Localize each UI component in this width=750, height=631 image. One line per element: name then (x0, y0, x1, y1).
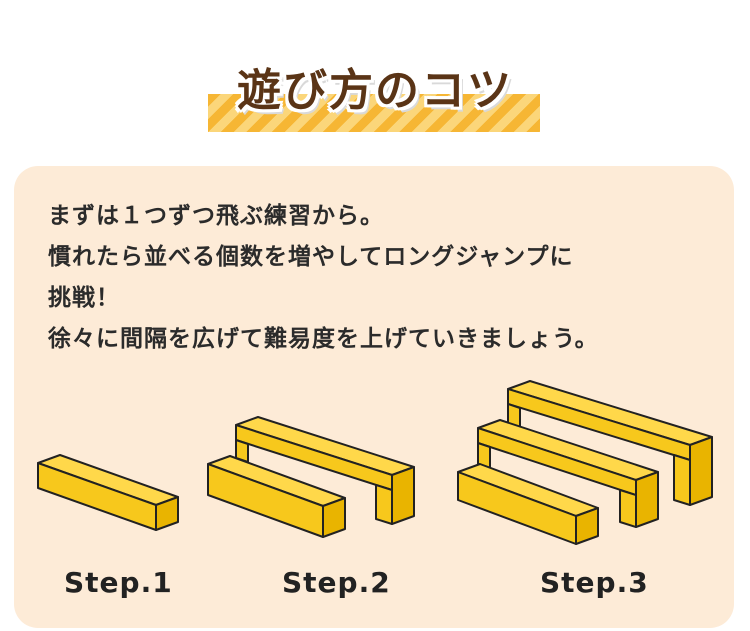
step3-label: Step.3 (540, 566, 649, 599)
step3-block-icon (457, 463, 599, 545)
instruction-line: 挑戦！ (48, 285, 120, 311)
step3-tall-frame-icon (507, 380, 713, 506)
instructions-text: まずは１つずつ飛ぶ練習から。 慣れたら並べる個数を増やしてロングジャンプに 挑戦… (48, 196, 708, 360)
step2-frame-icon (235, 416, 415, 525)
step2-block-icon (207, 455, 346, 538)
step2-label: Step.2 (282, 566, 391, 599)
step3-frame-icon (477, 419, 659, 528)
title-underline-stripe (208, 94, 540, 132)
title-area: 遊び方のコツ (0, 50, 750, 140)
step1-label: Step.1 (64, 566, 173, 599)
page-title: 遊び方のコツ (237, 65, 513, 116)
step1-block-icon (37, 454, 179, 531)
instructions-panel (14, 166, 734, 628)
instruction-line: まずは１つずつ飛ぶ練習から。 (48, 203, 384, 229)
instruction-line: 慣れたら並べる個数を増やしてロングジャンプに (48, 244, 574, 270)
instruction-line: 徐々に間隔を広げて難易度を上げていきましょう。 (48, 326, 599, 352)
